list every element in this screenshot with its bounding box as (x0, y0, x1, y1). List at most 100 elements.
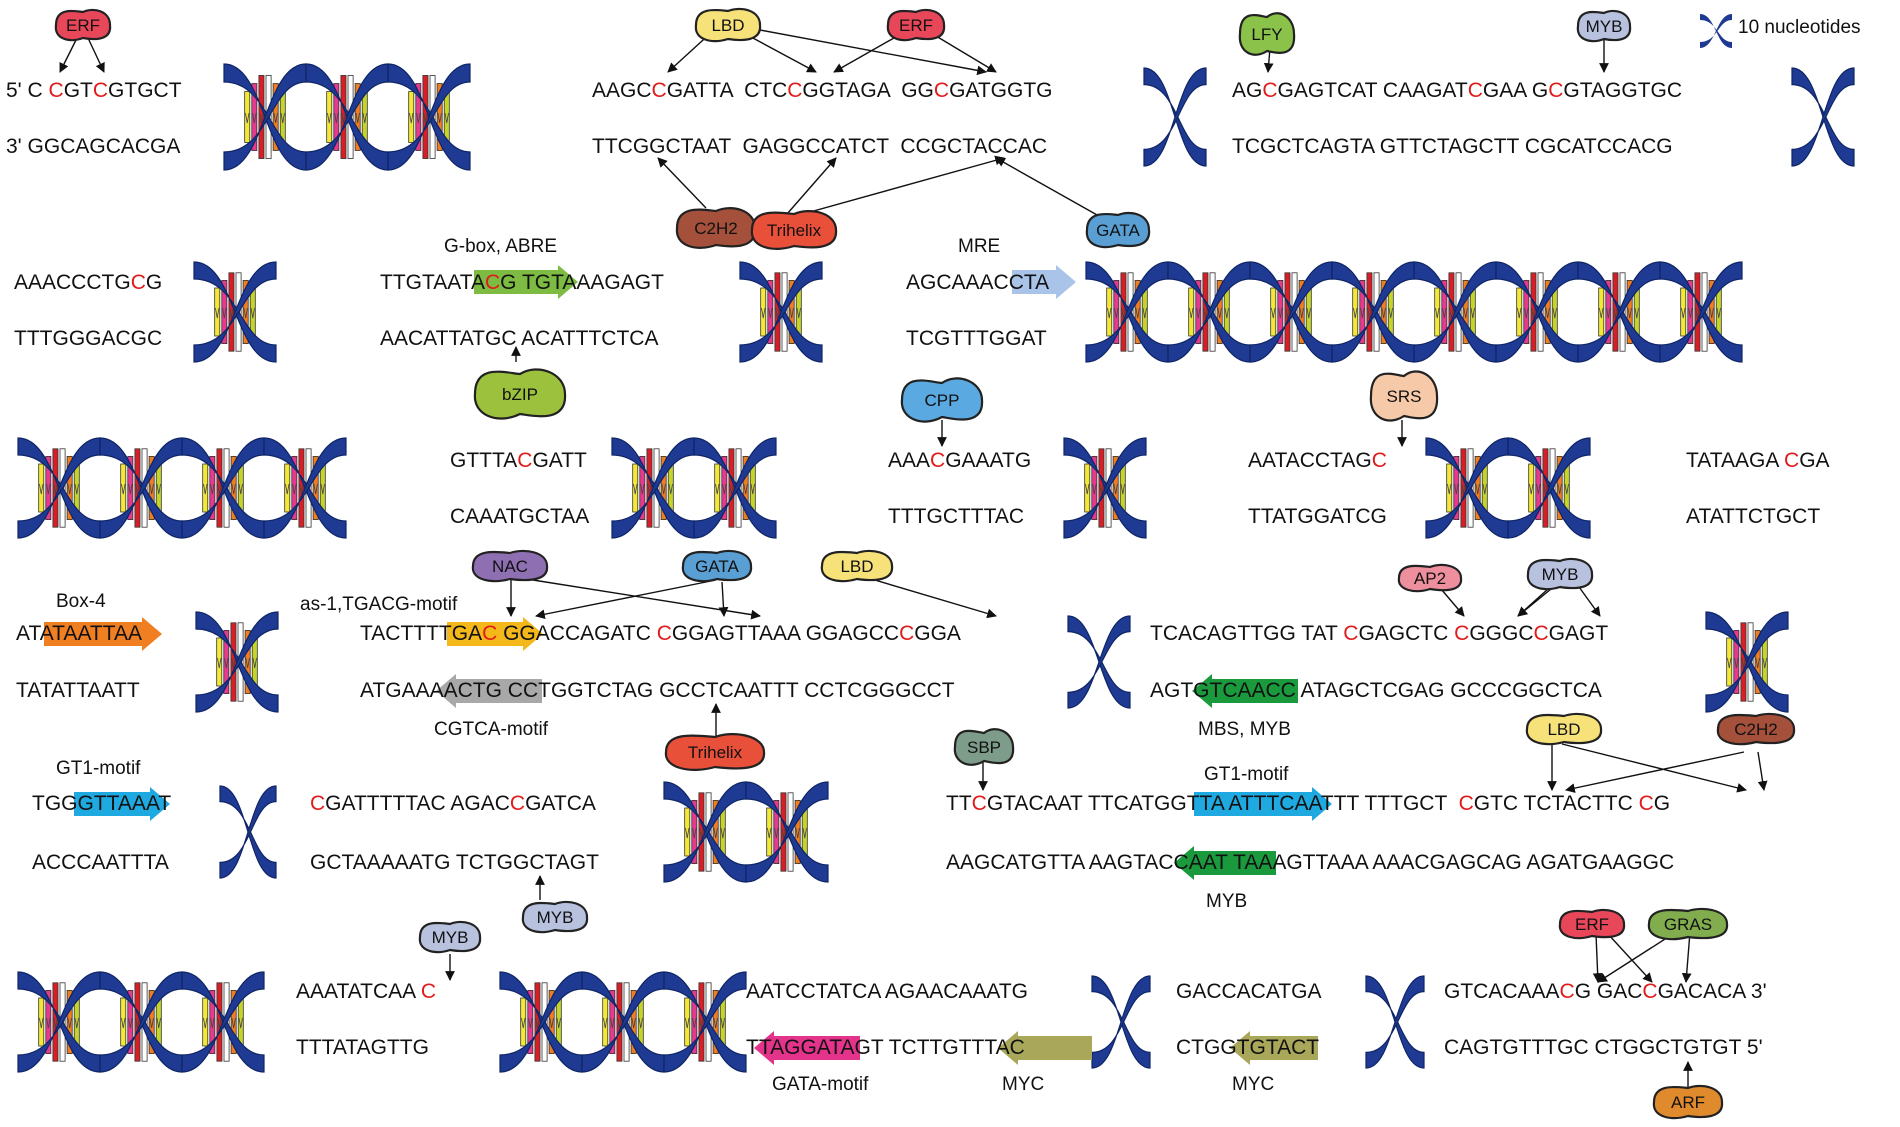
factor-label: MYB (1542, 565, 1579, 584)
seq-bottom: TTATGGATCG (1248, 505, 1387, 528)
factor-label: MYB (1586, 17, 1623, 36)
bzip-factor: bZIP (473, 368, 567, 420)
dna-helix (499, 971, 747, 1073)
binding-arrow (1607, 933, 1653, 983)
binding-arrow (1592, 933, 1603, 983)
binding-arrow (718, 581, 729, 617)
binding-arrow (532, 579, 761, 620)
seq-bottom: TTTGCTTTAC (888, 505, 1024, 528)
seq-top: CGATTTTTAC AGACCGATCA (310, 792, 596, 815)
cpp-factor: CPP (900, 377, 984, 423)
motif-label: GATA-motif (772, 1074, 869, 1095)
motif-arrow (74, 787, 170, 821)
factor-label: ARF (1671, 1093, 1705, 1112)
legend-label: 10 nucleotides (1738, 17, 1861, 38)
seq-top: TCACAGTTGG TAT CGAGCTC CGGGCCGAGT (1150, 622, 1608, 645)
sequences: 5' C CGTCGTGCT 3' GGCAGCACGA AAGCCGATTA … (6, 79, 1830, 1095)
myb-factor: MYB (418, 920, 482, 954)
motif-arrow (44, 617, 162, 651)
dna-helix (1063, 437, 1147, 539)
dna-crossover (1091, 975, 1151, 1069)
dna-crossover (219, 785, 277, 879)
seq-bottom: TTAGGATAGT TCTTGTTTAC (746, 1036, 1025, 1059)
nac-factor: NAC (471, 549, 549, 583)
binding-arrow (995, 157, 1107, 221)
motif-arrow (1230, 1031, 1318, 1065)
motif-label: MYB (1206, 891, 1247, 912)
factor-label: CPP (925, 391, 960, 410)
c2h2-factor: C2H2 (1716, 712, 1796, 746)
lbd-factor: LBD (820, 549, 894, 583)
motif-label: GT1-motif (56, 758, 141, 779)
factor-label: Trihelix (767, 221, 822, 240)
seq-bottom: TTCGGCTAAT GAGGCCATCT CCGCTACCAC (592, 135, 1047, 158)
binding-arrow (779, 157, 837, 223)
motif-label: CGTCA-motif (434, 719, 549, 740)
motif-arrow (436, 674, 542, 708)
motif-label: Box-4 (56, 591, 106, 612)
trihelix-factor: Trihelix (664, 733, 766, 771)
dna-helix (1085, 261, 1743, 363)
seq-top: GACCACATGA (1176, 980, 1321, 1003)
lfy-factor: LFY (1238, 12, 1296, 56)
motif-label: MYC (1002, 1074, 1044, 1095)
seq-top: AAACCCTGCG (14, 271, 162, 294)
seq-top: AGCGAGTCAT CAAGATCGAA GCGTAGGTGC (1232, 79, 1682, 102)
lbd-factor: LBD (1525, 712, 1603, 746)
seq-bottom: TCGTTTGGAT (906, 327, 1047, 350)
lbd-factor: LBD (694, 7, 762, 43)
dna-helix (1705, 611, 1789, 713)
seq-top: AGCAAACCTA (906, 271, 1049, 294)
factor-label: SRS (1387, 387, 1422, 406)
binding-arrow (867, 577, 997, 619)
erf-factor: ERF (54, 8, 112, 42)
seq-bottom: AACATTATGC ACATTTCTCA (380, 327, 658, 350)
myb-factor: MYB (1576, 9, 1632, 43)
seq-bottom: TATATTAATT (16, 679, 140, 702)
dna-helix (663, 781, 829, 883)
binding-arrow (759, 29, 987, 76)
factor-label: MYB (537, 908, 574, 927)
motif-arrow (474, 265, 578, 299)
seq-bottom: TTTGGGACGC (14, 327, 162, 350)
seq-top: GTTTACGATT (450, 449, 587, 472)
seq-top: TGGGTTAAAT (32, 792, 171, 815)
trihelix-factor: Trihelix (750, 210, 838, 250)
motif-arrow (1174, 846, 1276, 880)
binding-arrow (87, 37, 105, 73)
dna-helix (1425, 437, 1591, 539)
c2h2-factor: C2H2 (675, 207, 757, 249)
binding-arrow (1597, 931, 1677, 983)
binding-arrow (535, 579, 717, 620)
factor-label: GRAS (1664, 915, 1712, 934)
factor-label: Trihelix (688, 743, 743, 762)
seq-top: GTCACAAACG GACCGACACA 3' (1444, 980, 1767, 1003)
motif-label: MRE (958, 236, 1000, 257)
factor-label: ERF (66, 16, 100, 35)
dna-helix (17, 437, 347, 539)
motif-arrow (754, 1031, 860, 1065)
motif-label: GT1-motif (1204, 764, 1289, 785)
factor-label: ERF (899, 16, 933, 35)
motif-label: G-box, ABRE (444, 236, 557, 257)
motif-label: MYC (1232, 1074, 1274, 1095)
legend: 10 nucleotides (1700, 14, 1861, 48)
factor-label: C2H2 (1734, 720, 1777, 739)
gata-factor: GATA (681, 549, 753, 583)
seq-top: AATACCTAGC (1248, 449, 1387, 472)
factor-label: LBD (840, 557, 873, 576)
binding-arrow (1561, 743, 1747, 793)
seq-top: TTCGTACAAT TTCATGGTTA ATTTCAATTT TTTGCT … (946, 792, 1670, 815)
seq-bottom: TTTATAGTTG (296, 1036, 429, 1059)
motif-arrow (1192, 674, 1298, 708)
seq-bottom: 3' GGCAGCACGA (6, 135, 180, 158)
dna-helix (739, 261, 823, 363)
motif-arrow (447, 617, 543, 651)
motif-label: as-1,TGACG-motif (300, 594, 458, 615)
srs-factor: SRS (1369, 370, 1439, 422)
motif-arrow (1012, 265, 1076, 299)
factor-label: NAC (492, 557, 528, 576)
dna-helix (195, 611, 279, 713)
seq-top: AAGCCGATTA CTCCGGTAGA GGCGATGGTG (592, 79, 1053, 102)
